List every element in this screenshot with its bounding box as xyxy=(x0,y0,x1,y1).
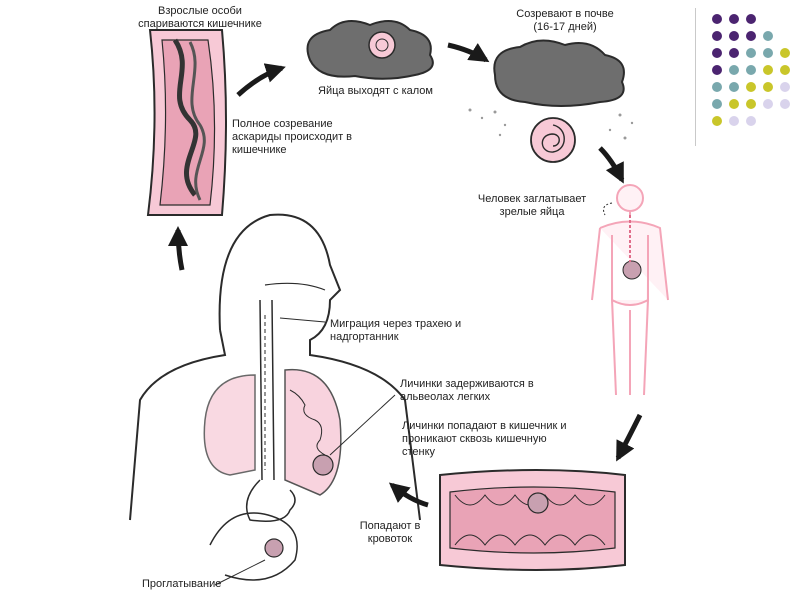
decor-dot xyxy=(780,99,790,109)
label-eggs-feces: Яйца выходят с калом xyxy=(318,85,433,97)
decor-dot xyxy=(729,116,739,126)
horizontal-intestine xyxy=(439,469,626,571)
decor-dot xyxy=(712,65,722,75)
decor-dot xyxy=(763,65,773,75)
egg-in-stomach xyxy=(622,260,642,280)
decor-dot xyxy=(746,14,756,24)
label-mature-soil: Созревают в почве (16-17 дней) xyxy=(516,8,614,33)
decor-dot xyxy=(763,82,773,92)
egg-in-stomach-large xyxy=(264,538,284,558)
cycle-arrows xyxy=(168,42,643,508)
decor-dot xyxy=(746,48,756,58)
larvae-in-lung xyxy=(312,454,334,476)
arrow-soil-to-human xyxy=(598,146,625,184)
decor-dot xyxy=(712,48,722,58)
decor-dot xyxy=(729,65,739,75)
label-swallowing: Проглатывание xyxy=(142,578,222,590)
decor-dot xyxy=(780,82,790,92)
human-figure xyxy=(591,184,669,396)
decor-dot xyxy=(780,48,790,58)
decor-dot xyxy=(712,14,722,24)
decor-dot xyxy=(729,99,739,109)
leader-lines xyxy=(214,202,613,586)
decor-dot-grid xyxy=(700,8,800,148)
label-full-maturation: Полное созревание аскариды происходит в … xyxy=(232,118,353,156)
arrow-human-to-intestine xyxy=(615,413,643,462)
adult-worm-pair xyxy=(172,38,199,197)
decor-dot xyxy=(746,31,756,41)
decor-dot xyxy=(729,14,739,24)
decor-divider xyxy=(695,8,696,146)
arrow-intestine-to-feces xyxy=(236,63,286,97)
vertical-intestine xyxy=(146,29,227,216)
label-human-swallows: Человек заглатывает зрелые яйца xyxy=(477,193,587,218)
decor-dot xyxy=(780,65,790,75)
label-larvae-alveoli: Личинки задерживаются в альвеолах легких xyxy=(400,378,534,403)
decor-dot xyxy=(712,82,722,92)
label-adults-mate: Взрослые особи спариваются кишечнике xyxy=(138,5,262,30)
decor-dot xyxy=(729,48,739,58)
decor-dot xyxy=(712,116,722,126)
decor-dot xyxy=(746,82,756,92)
soil-cloud xyxy=(468,39,634,163)
arrow-torso-to-intestine xyxy=(168,226,189,271)
decor-dot xyxy=(712,99,722,109)
stomach xyxy=(209,479,298,581)
decor-dot xyxy=(746,116,756,126)
decor-dot xyxy=(729,31,739,41)
feces-cloud xyxy=(306,20,434,80)
label-larvae-intestine: Личинки попадают в кишечник и проникают … xyxy=(402,420,567,458)
mature-egg-icon xyxy=(530,117,576,163)
trachea xyxy=(259,299,275,481)
decor-dot xyxy=(763,99,773,109)
decor-dot xyxy=(746,99,756,109)
decor-dot xyxy=(729,82,739,92)
label-bloodstream: Попадают в кровоток xyxy=(359,520,421,545)
decor-dot xyxy=(763,31,773,41)
arrow-intestine-to-blood xyxy=(388,482,429,508)
larva-cluster xyxy=(527,492,549,514)
egg-icon xyxy=(368,31,396,59)
arrow-feces-to-soil xyxy=(447,42,490,63)
human-torso xyxy=(129,213,421,521)
label-migration: Миграция через трахею и надгортанник xyxy=(330,318,462,343)
decor-dot xyxy=(712,31,722,41)
lungs xyxy=(203,368,342,496)
decor-dot xyxy=(746,65,756,75)
decor-dot xyxy=(763,48,773,58)
